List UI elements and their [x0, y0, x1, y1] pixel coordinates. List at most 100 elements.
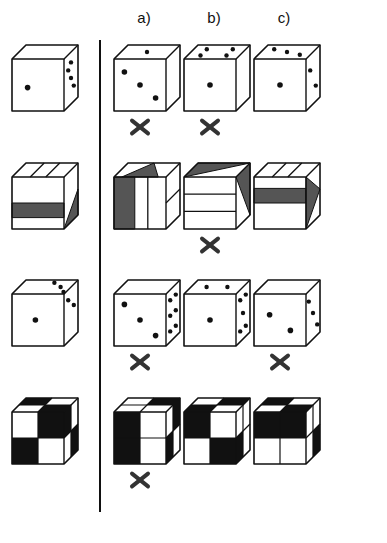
- column-label: a): [137, 10, 150, 25]
- pip: [137, 317, 143, 323]
- pip: [308, 68, 312, 72]
- checker-cell: [184, 412, 210, 438]
- cube-edge: [305, 59, 306, 111]
- cube-edge: [114, 45, 180, 59]
- cube-outline: [254, 280, 320, 346]
- pip: [204, 285, 208, 289]
- cube-edge: [165, 294, 166, 346]
- die-cube: [184, 280, 250, 346]
- pip: [66, 68, 70, 72]
- cube-edge: [254, 280, 320, 294]
- die-cube: [254, 45, 320, 111]
- divider-line: [99, 40, 101, 512]
- cube-edge: [254, 163, 320, 177]
- cube-outline: [114, 45, 180, 111]
- checker-cell: [217, 398, 250, 405]
- pip: [52, 281, 56, 285]
- cube-outline: [184, 45, 250, 111]
- pip: [207, 317, 213, 323]
- cube-outline: [184, 163, 250, 229]
- face-marking: [114, 177, 135, 229]
- pip: [241, 311, 245, 315]
- pip: [122, 302, 128, 308]
- cube-edge: [12, 163, 78, 177]
- cube-edge: [12, 398, 78, 412]
- cube-edge: [184, 163, 250, 177]
- pip: [69, 76, 73, 80]
- die-cube: [12, 163, 78, 229]
- cross-mark: [132, 356, 148, 369]
- pip: [168, 314, 172, 318]
- cube-edge: [184, 398, 250, 412]
- cube-edge: [63, 294, 64, 346]
- cube-edge: [254, 398, 320, 412]
- cube-edge: [235, 294, 236, 346]
- die-cube: [114, 398, 180, 464]
- die-cube: [114, 45, 180, 111]
- cube-edge: [165, 177, 166, 229]
- die-cube: [254, 398, 320, 464]
- die-cube: [12, 45, 78, 111]
- pip: [168, 329, 172, 333]
- pip: [72, 303, 76, 307]
- cube-outline: [114, 280, 180, 346]
- cross-mark: [272, 356, 288, 369]
- face-line: [272, 163, 286, 177]
- pip: [225, 285, 229, 289]
- cross-mark: [202, 239, 218, 252]
- column-label: b): [207, 10, 220, 25]
- cross-mark: [132, 121, 148, 134]
- pip: [238, 298, 242, 302]
- pip: [168, 298, 172, 302]
- pip: [285, 50, 289, 54]
- pip: [58, 285, 62, 289]
- face-line: [288, 163, 302, 177]
- die-cube: [114, 280, 180, 346]
- face-line: [184, 194, 236, 195]
- cube-edge: [305, 294, 306, 346]
- checker-cell: [280, 405, 313, 412]
- cube-edge: [12, 280, 78, 294]
- checker-cell: [280, 412, 306, 438]
- pip: [244, 292, 248, 296]
- face-line: [147, 177, 148, 229]
- checker-cell: [210, 438, 236, 464]
- cube-edge: [63, 177, 64, 229]
- face-line: [46, 163, 60, 177]
- checker-cell: [38, 412, 64, 438]
- face-marking: [122, 163, 158, 177]
- face-marking: [254, 188, 306, 203]
- cube-edge: [165, 59, 166, 111]
- pip: [277, 82, 283, 88]
- cube-edge: [184, 45, 250, 59]
- pip: [298, 53, 302, 57]
- cube-outline: [254, 45, 320, 111]
- cube-edge: [305, 412, 306, 464]
- cube-edge: [12, 45, 78, 59]
- pip: [207, 82, 213, 88]
- cross-mark: [132, 474, 148, 487]
- face-marking: [12, 203, 64, 218]
- pip: [272, 47, 276, 51]
- cube-outline: [12, 398, 78, 464]
- face-line: [184, 211, 236, 212]
- cube-edge: [114, 280, 180, 294]
- pip: [244, 324, 248, 328]
- checker-cell: [64, 405, 71, 438]
- pip: [145, 50, 149, 54]
- die-cube: [114, 163, 180, 229]
- pip: [137, 82, 143, 88]
- cube-edge: [63, 412, 64, 464]
- die-cube: [12, 398, 78, 464]
- pip: [174, 324, 178, 328]
- checker-cell: [173, 398, 180, 431]
- pip: [231, 47, 235, 51]
- pip: [153, 333, 159, 339]
- die-cube: [184, 163, 250, 229]
- pip: [224, 53, 228, 57]
- pip: [307, 299, 311, 303]
- pip: [25, 85, 31, 91]
- cube-edge: [305, 177, 306, 229]
- pip: [122, 69, 128, 75]
